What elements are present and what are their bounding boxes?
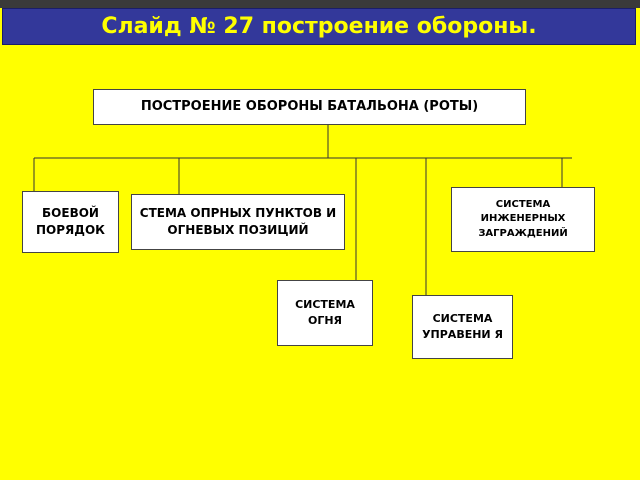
node-fire-system-label: СИСТЕМА ОГНЯ xyxy=(295,298,355,327)
node-engineering-label: СИСТЕМА ИНЖЕНЕРНЫХ ЗАГРАЖДЕНИЙ xyxy=(478,198,568,239)
node-combat-order-label: БОЕВОЙ ПОРЯДОК xyxy=(36,205,105,237)
node-control-system-label: СИСТЕМА УПРАВЕНИ Я xyxy=(422,312,503,341)
root-node-label: ПОСТРОЕНИЕ ОБОРОНЫ БАТАЛЬОНА (РОТЫ) xyxy=(140,98,479,114)
slide-title: Слайд № 27 построение обороны. xyxy=(101,14,537,39)
node-strongpoints: СТЕМА ОПРНЫХ ПУНКТОВ И ОГНЕВЫХ ПОЗИЦИЙ xyxy=(131,194,345,250)
node-combat-order: БОЕВОЙ ПОРЯДОК xyxy=(22,191,119,253)
node-engineering: СИСТЕМА ИНЖЕНЕРНЫХ ЗАГРАЖДЕНИЙ xyxy=(451,187,595,252)
root-node: ПОСТРОЕНИЕ ОБОРОНЫ БАТАЛЬОНА (РОТЫ) xyxy=(93,89,526,125)
node-fire-system: СИСТЕМА ОГНЯ xyxy=(277,280,373,346)
slide-title-bar: Слайд № 27 построение обороны. xyxy=(2,8,636,45)
top-dark-strip xyxy=(0,0,640,8)
node-strongpoints-label: СТЕМА ОПРНЫХ ПУНКТОВ И ОГНЕВЫХ ПОЗИЦИЙ xyxy=(139,205,337,237)
node-control-system: СИСТЕМА УПРАВЕНИ Я xyxy=(412,295,513,359)
